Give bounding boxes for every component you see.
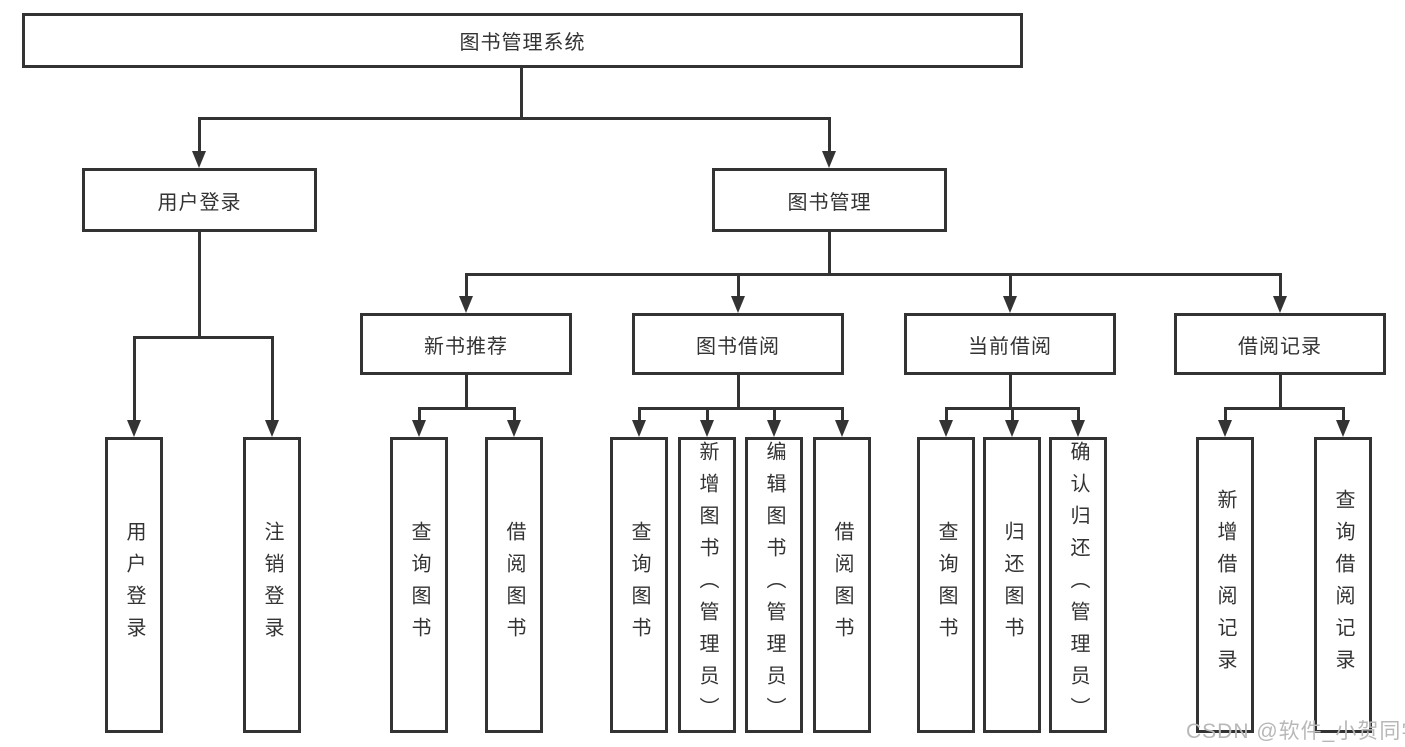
leaf-query-books-current: 查询图书 [917, 437, 975, 733]
arrow-down-icon [1003, 296, 1017, 313]
leaf-label: 新增借阅记录 [1214, 489, 1236, 681]
node-borrowing-records: 借阅记录 [1174, 313, 1386, 375]
v-line [841, 407, 844, 423]
arrow-down-icon [1005, 420, 1019, 437]
leaf-add-book-admin: 新增图书（管理员） [678, 437, 736, 733]
node-new-book-recommend: 新书推荐 [360, 313, 572, 375]
node-label: 用户登录 [157, 191, 242, 214]
v-line [1011, 407, 1014, 423]
leaf-label: 确认归还（管理员） [1067, 441, 1089, 729]
leaf-query-books-recommend: 查询图书 [390, 437, 448, 733]
arrow-down-icon [507, 420, 521, 437]
node-book-management: 图书管理 [712, 168, 947, 232]
v-line [737, 373, 740, 409]
arrow-down-icon [192, 151, 206, 168]
v-line [271, 336, 274, 422]
v-line [465, 273, 468, 298]
node-label: 图书管理系统 [459, 32, 586, 54]
h-line [465, 273, 1282, 276]
v-line [1342, 407, 1345, 423]
leaf-label: 查询借阅记录 [1332, 489, 1354, 681]
h-line [133, 336, 274, 339]
leaf-label: 借阅图书 [831, 521, 853, 649]
node-user-login: 用户登录 [82, 168, 317, 232]
leaf-add-borrow-record: 新增借阅记录 [1196, 437, 1254, 733]
leaf-borrow-books: 借阅图书 [813, 437, 871, 733]
v-line [828, 117, 831, 153]
leaf-user-login: 用户登录 [105, 437, 163, 733]
h-line [198, 117, 831, 120]
arrow-down-icon [459, 296, 473, 313]
v-line [706, 407, 709, 423]
v-line [1224, 407, 1227, 423]
v-line [198, 230, 201, 337]
leaf-logout: 注销登录 [243, 437, 301, 733]
v-line [1279, 373, 1282, 409]
arrow-down-icon [835, 420, 849, 437]
v-line [1279, 273, 1282, 298]
v-line [1009, 273, 1012, 298]
v-line [465, 373, 468, 409]
leaf-label: 查询图书 [408, 521, 430, 649]
node-book-borrowing: 图书借阅 [632, 313, 844, 375]
leaf-edit-book-admin: 编辑图书（管理员） [745, 437, 803, 733]
leaf-confirm-return-admin: 确认归还（管理员） [1049, 437, 1107, 733]
node-label: 图书管理 [787, 191, 872, 214]
leaf-label: 注销登录 [261, 521, 283, 649]
leaf-label: 新增图书（管理员） [696, 441, 718, 729]
leaf-label: 查询图书 [628, 521, 650, 649]
node-label: 借阅记录 [1238, 335, 1322, 358]
leaf-query-books-borrow: 查询图书 [610, 437, 668, 733]
node-label: 新书推荐 [424, 335, 508, 358]
v-line [737, 273, 740, 298]
v-line [945, 407, 948, 423]
h-line [638, 407, 844, 410]
arrow-down-icon [1071, 420, 1085, 437]
v-line [1077, 407, 1080, 423]
arrow-down-icon [1336, 420, 1350, 437]
node-root-library-system: 图书管理系统 [22, 13, 1023, 68]
arrow-down-icon [822, 151, 836, 168]
v-line [828, 230, 831, 275]
leaf-label: 用户登录 [123, 521, 145, 649]
csdn-watermark: CSDN @软件_小贺同学 [1186, 720, 1405, 743]
arrow-down-icon [412, 420, 426, 437]
leaf-label: 归还图书 [1001, 521, 1023, 649]
arrow-down-icon [731, 296, 745, 313]
node-label: 图书借阅 [696, 335, 780, 358]
arrow-down-icon [939, 420, 953, 437]
arrow-down-icon [265, 420, 279, 437]
arrow-down-icon [1218, 420, 1232, 437]
v-line [1009, 373, 1012, 409]
leaf-borrow-books-recommend: 借阅图书 [485, 437, 543, 733]
arrow-down-icon [632, 420, 646, 437]
v-line [773, 407, 776, 423]
h-line [1224, 407, 1345, 410]
v-line [638, 407, 641, 423]
arrow-down-icon [127, 420, 141, 437]
v-line [418, 407, 421, 423]
v-line [520, 66, 523, 118]
leaf-label: 编辑图书（管理员） [763, 441, 785, 729]
v-line [513, 407, 516, 423]
leaf-query-borrow-record: 查询借阅记录 [1314, 437, 1372, 733]
leaf-label: 查询图书 [935, 521, 957, 649]
v-line [133, 336, 136, 422]
arrow-down-icon [767, 420, 781, 437]
arrow-down-icon [700, 420, 714, 437]
arrow-down-icon [1273, 296, 1287, 313]
leaf-label: 借阅图书 [503, 521, 525, 649]
node-label: 当前借阅 [968, 335, 1052, 358]
node-current-borrowing: 当前借阅 [904, 313, 1116, 375]
h-line [418, 407, 516, 410]
leaf-return-book: 归还图书 [983, 437, 1041, 733]
v-line [198, 117, 201, 153]
